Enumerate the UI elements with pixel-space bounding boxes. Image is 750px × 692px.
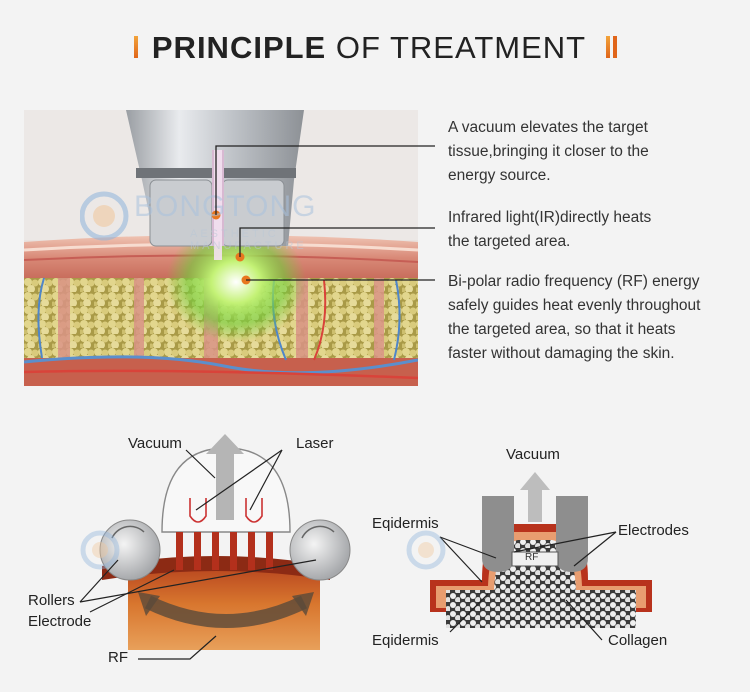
- label-epidermis-bottom: Eqidermis: [372, 632, 439, 649]
- title-bold: PRINCIPLE: [151, 30, 327, 65]
- label-electrode: Electrode: [28, 613, 92, 630]
- label-collagen: Collagen: [608, 632, 668, 649]
- page-title: PRINCIPLE OF TREATMENT: [0, 30, 750, 66]
- callout-vacuum-line1: A vacuum elevates the target: [448, 119, 648, 136]
- callout-vacuum-line2: tissue,bringing it closer to the: [448, 143, 649, 160]
- callout-rf-line3: the targeted area, so that it heats: [448, 321, 676, 338]
- callout-infrared: Infrared light(IR)directly heats the tar…: [448, 206, 651, 254]
- label-epidermis-top: Eqidermis: [372, 515, 439, 532]
- treatment-cross-section-illustration: [24, 110, 418, 386]
- callout-infrared-line1: Infrared light(IR)directly heats: [448, 209, 652, 226]
- electrodes-collagen-diagram: Vacuum Eqidermis Electrodes Eqidermis Co…: [370, 440, 740, 680]
- callout-vacuum: A vacuum elevates the target tissue,brin…: [448, 116, 649, 188]
- rf-badge: RF: [525, 552, 539, 563]
- watermark-bottom-right: [406, 528, 446, 572]
- label-electrodes: Electrodes: [618, 522, 689, 539]
- callout-rf-line4: faster without damaging the skin.: [448, 345, 675, 362]
- label-vacuum-right: Vacuum: [506, 446, 560, 463]
- callout-infrared-line2: the targeted area.: [448, 233, 571, 250]
- title-left-bar: [133, 35, 138, 58]
- title-right-bar: [606, 35, 611, 58]
- label-laser: Laser: [296, 435, 334, 452]
- label-rollers: Rollers: [28, 592, 75, 609]
- callout-vacuum-line3: energy source.: [448, 167, 551, 184]
- roller-laser-diagram: Vacuum Laser Rollers Electrode RF: [20, 420, 370, 680]
- watermark-brand: BONGTONG: [134, 190, 317, 223]
- title-light: OF TREATMENT: [335, 30, 587, 65]
- callout-rf-line2: safely guides heat evenly throughout: [448, 297, 701, 314]
- label-vacuum-left: Vacuum: [128, 435, 182, 452]
- watermark-tagline: AESTHETIC MANUFACTURE: [190, 228, 307, 252]
- label-rf: RF: [108, 649, 128, 666]
- watermark-top: BONGTONG AESTHETIC MANUFACTURE: [80, 188, 370, 252]
- callout-rf-line1: Bi-polar radio frequency (RF) energy: [448, 273, 700, 290]
- callout-rf: Bi-polar radio frequency (RF) energy saf…: [448, 270, 700, 366]
- watermark-bottom-left: [80, 528, 120, 572]
